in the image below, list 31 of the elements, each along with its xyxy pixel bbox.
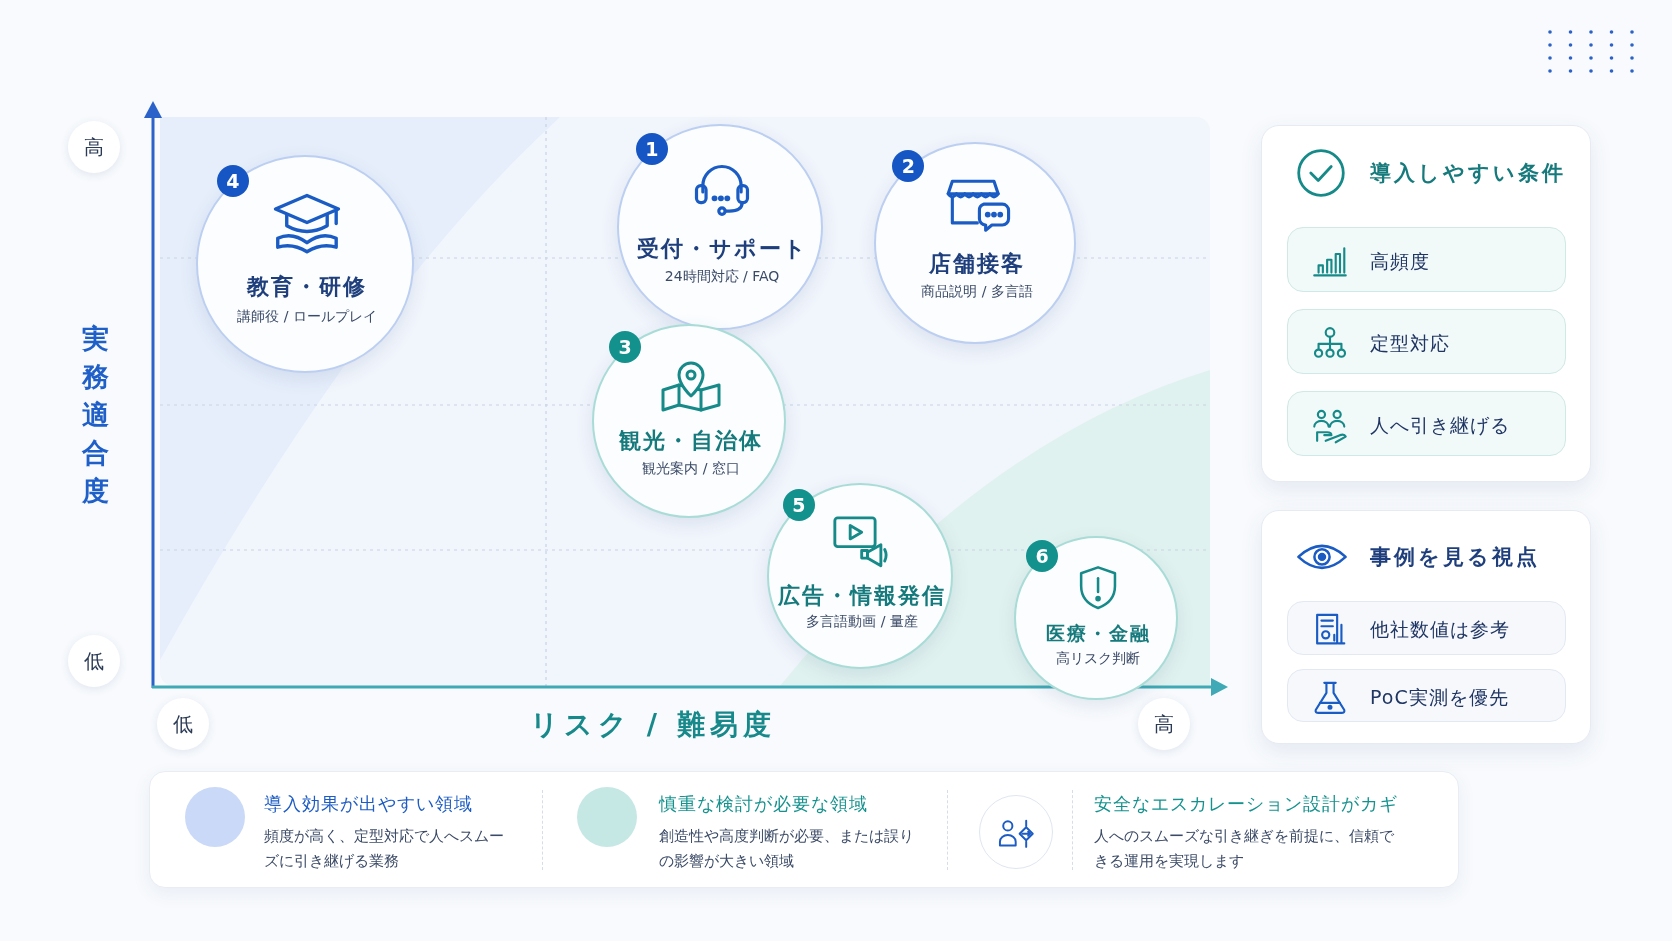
axis-level-label: 低 [157, 698, 209, 750]
axis-level-label: 高 [68, 121, 120, 173]
legend-description: 創造性や高度判断が必要、または誤りの影響が大きい領域 [659, 826, 915, 872]
axis-level-label: 低 [68, 635, 120, 687]
case-subtitle: 観光案内 / 窓口 [641, 459, 741, 478]
axis-title: リスク / 難易度 [529, 707, 777, 743]
legend-label: 慎重な検討が必要な領域 [659, 792, 868, 816]
axis-title: 実務適合度 [80, 322, 110, 508]
case-subtitle: 高リスク判断 [1055, 649, 1141, 668]
axis-level-label: 高 [1138, 698, 1190, 750]
case-subtitle: 多言語動画 / 量産 [805, 612, 919, 631]
item-label: 高頻度 [1370, 248, 1430, 274]
note-heading: 安全なエスカレーション設計がカギ [1094, 792, 1398, 816]
item-label: PoC実測を優先 [1370, 684, 1509, 710]
case-title: 店舗接客 [928, 250, 1026, 279]
case-title: 受付・サポート [635, 234, 809, 263]
case-title: 医療・金融 [1044, 620, 1152, 646]
case-title: 広告・情報発信 [777, 581, 947, 610]
legend-label: 導入効果が出やすい領域 [264, 792, 473, 816]
case-subtitle: 講師役 / ロールプレイ [236, 308, 378, 327]
case-subtitle: 商品説明 / 多言語 [920, 283, 1034, 302]
item-label: 人へ引き継げる [1370, 412, 1510, 438]
item-label: 他社数値は参考 [1370, 617, 1510, 642]
item-label: 定型対応 [1370, 330, 1450, 356]
case-title: 観光・自治体 [618, 427, 764, 456]
note-description: 人へのスムーズな引き継ぎを前提に、信頼できる運用を実現します [1094, 826, 1394, 872]
legend-description: 頻度が高く、定型対応で人へスムーズに引き継げる業務 [264, 826, 505, 872]
panel-heading: 事例を見る視点 [1370, 544, 1540, 571]
panel-heading: 導入しやすい条件 [1370, 160, 1566, 187]
case-subtitle: 24時間対応 / FAQ [663, 268, 781, 287]
case-title: 教育・研修 [245, 272, 368, 301]
